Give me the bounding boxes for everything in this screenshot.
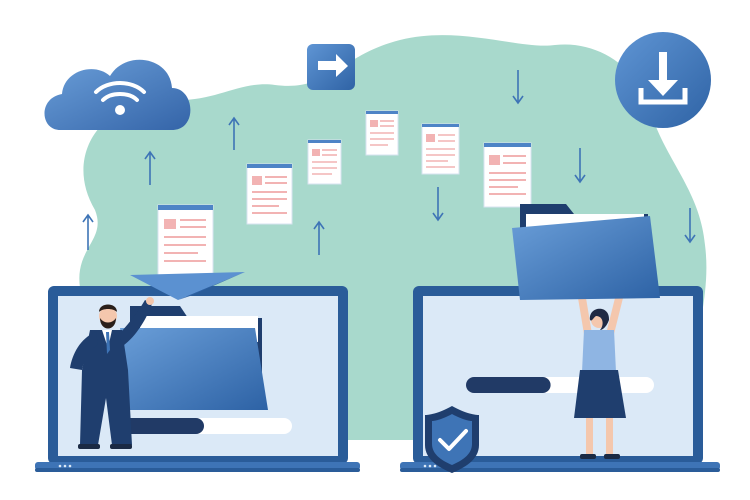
left-laptop [35,272,360,472]
cloud-wifi-icon [44,59,191,130]
download-icon [615,32,711,128]
download-progress-bar [466,377,654,393]
right-laptop [400,204,720,473]
arrow-right-icon [307,44,355,90]
document-icon [157,110,532,278]
folder-icon [512,204,660,300]
shield-check-icon [425,406,479,473]
folder-icon [120,306,268,410]
businessman-figure [70,297,154,449]
paper-plane-icon [130,272,245,300]
woman-figure [574,298,626,459]
down-arrow-icon [432,70,696,244]
upload-progress-bar [116,418,292,434]
up-arrow-icon [82,116,325,255]
